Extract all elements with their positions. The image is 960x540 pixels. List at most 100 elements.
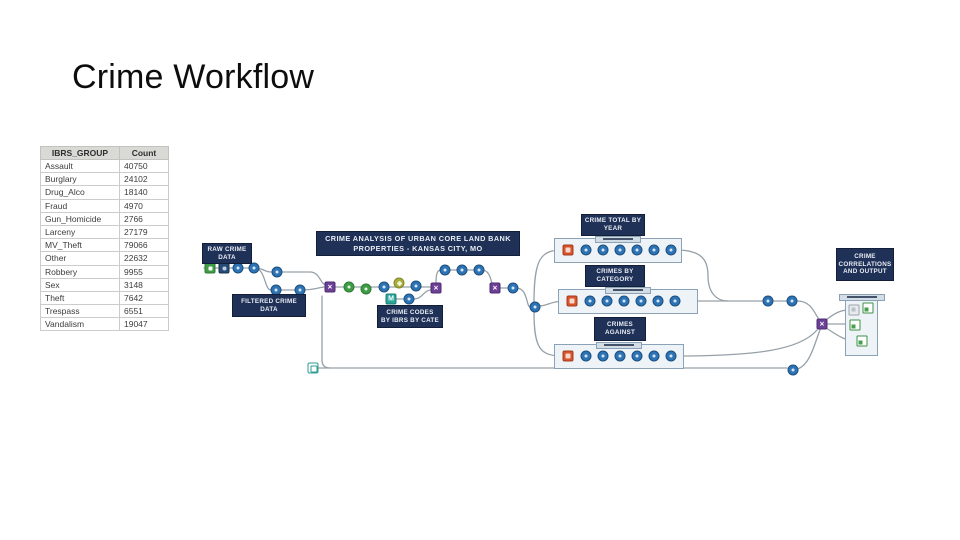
blue-tool-icon	[669, 295, 681, 307]
table-cell-count: 9955	[119, 264, 169, 279]
navy-tool-icon	[218, 262, 230, 274]
blue-tool-icon	[665, 244, 677, 256]
label-raw-crime-data: RAW CRIME DATA	[202, 243, 252, 264]
table-cell-count: 79066	[119, 238, 169, 253]
table-cell-group: MV_Theft	[40, 238, 120, 253]
star-tool-icon	[393, 277, 405, 289]
blue-tool-icon	[584, 295, 596, 307]
connector-wire	[302, 286, 325, 291]
label-crimes-against: CRIMES AGAINST	[594, 317, 646, 341]
table-cell-group: Drug_Alco	[40, 185, 120, 200]
blue-tool-icon	[248, 262, 260, 274]
label-crime-codes: CRIME CODES BY IBRS BY CATE	[377, 305, 443, 328]
blue-tool-icon	[271, 266, 283, 278]
blue-tool-icon	[403, 293, 415, 305]
connector-wire	[280, 271, 327, 286]
blue-tool-icon	[597, 244, 609, 256]
blue-tool-icon	[614, 244, 626, 256]
label-main-title: CRIME ANALYSIS OF URBAN CORE LAND BANK P…	[316, 231, 520, 256]
container-caption	[605, 287, 651, 294]
table-cell-count: 19047	[119, 317, 169, 332]
table-cell-group: Robbery	[40, 264, 120, 279]
table-cell-count: 40750	[119, 158, 169, 174]
blue-tool-icon	[580, 244, 592, 256]
slide-title: Crime Workflow	[72, 58, 315, 96]
teal-m-tool-icon: M	[385, 293, 397, 305]
blue-tool-icon	[648, 350, 660, 362]
blue-tool-icon	[378, 281, 390, 293]
blue-tool-icon	[232, 262, 244, 274]
table-cell-count: 4970	[119, 198, 169, 213]
table-cell-group: Assault	[40, 158, 120, 174]
table-cell-group: Vandalism	[40, 317, 120, 332]
orange-tool-icon	[562, 350, 574, 362]
join-tool-icon: ×	[489, 282, 501, 294]
blue-tool-icon	[507, 282, 519, 294]
green-tool-icon	[360, 283, 372, 295]
green-file-tool-icon	[862, 302, 874, 314]
label-crimes-by-category: CRIMES BY CATEGORY	[585, 265, 645, 287]
green-file-tool-icon	[849, 319, 861, 331]
blue-tool-icon	[652, 295, 664, 307]
union-tool-icon: ×	[430, 282, 442, 294]
join-tool-icon: ×	[816, 318, 828, 330]
blue-tool-icon	[665, 350, 677, 362]
green-tool-icon	[343, 281, 355, 293]
connector-wire	[412, 289, 431, 300]
table-cell-count: 7642	[119, 290, 169, 306]
label-filtered-crime-data: FILTERED CRIME DATA	[232, 294, 306, 317]
blue-tool-icon	[787, 364, 799, 376]
blue-tool-icon	[635, 295, 647, 307]
blue-tool-icon	[648, 244, 660, 256]
blue-tool-icon	[580, 350, 592, 362]
container-caption	[595, 236, 641, 243]
table-header-row: IBRS_GROUP Count	[40, 146, 169, 160]
blue-tool-icon	[786, 295, 798, 307]
container-caption	[838, 294, 885, 301]
table-cell-group: Fraud	[40, 198, 120, 213]
connector-wire	[321, 295, 331, 369]
connector-wire	[796, 329, 821, 370]
blue-tool-icon	[597, 350, 609, 362]
join-tool-icon: ×	[324, 281, 336, 293]
table-cell-group: Larceny	[40, 224, 120, 240]
green-file-tool-icon	[856, 335, 868, 347]
connector-wire	[675, 329, 818, 357]
blue-tool-icon	[529, 301, 541, 313]
blue-tool-icon	[410, 280, 422, 292]
table-cell-group: Trespass	[40, 304, 120, 319]
table-cell-count: 3148	[119, 277, 169, 292]
blue-tool-icon	[601, 295, 613, 307]
table-cell-count: 27179	[119, 224, 169, 240]
input-tool-icon	[204, 262, 216, 274]
browse-tool-icon	[307, 362, 319, 374]
connector-wire	[796, 300, 819, 319]
blue-tool-icon	[631, 350, 643, 362]
blue-tool-icon	[614, 350, 626, 362]
table-cell-group: Burglary	[40, 172, 120, 187]
gray-file-tool-icon	[848, 304, 860, 316]
blue-tool-icon	[456, 264, 468, 276]
blue-tool-icon	[762, 295, 774, 307]
orange-tool-icon	[566, 295, 578, 307]
blue-tool-icon	[631, 244, 643, 256]
connector-wire	[515, 287, 531, 308]
connector-wire	[675, 249, 729, 302]
label-crime-correlations: CRIME CORRELATIONS AND OUTPUT	[836, 248, 894, 281]
label-crime-total-by-year: CRIME TOTAL BY YEAR	[581, 214, 645, 236]
blue-tool-icon	[618, 295, 630, 307]
container-caption	[596, 342, 642, 349]
blue-tool-icon	[473, 264, 485, 276]
